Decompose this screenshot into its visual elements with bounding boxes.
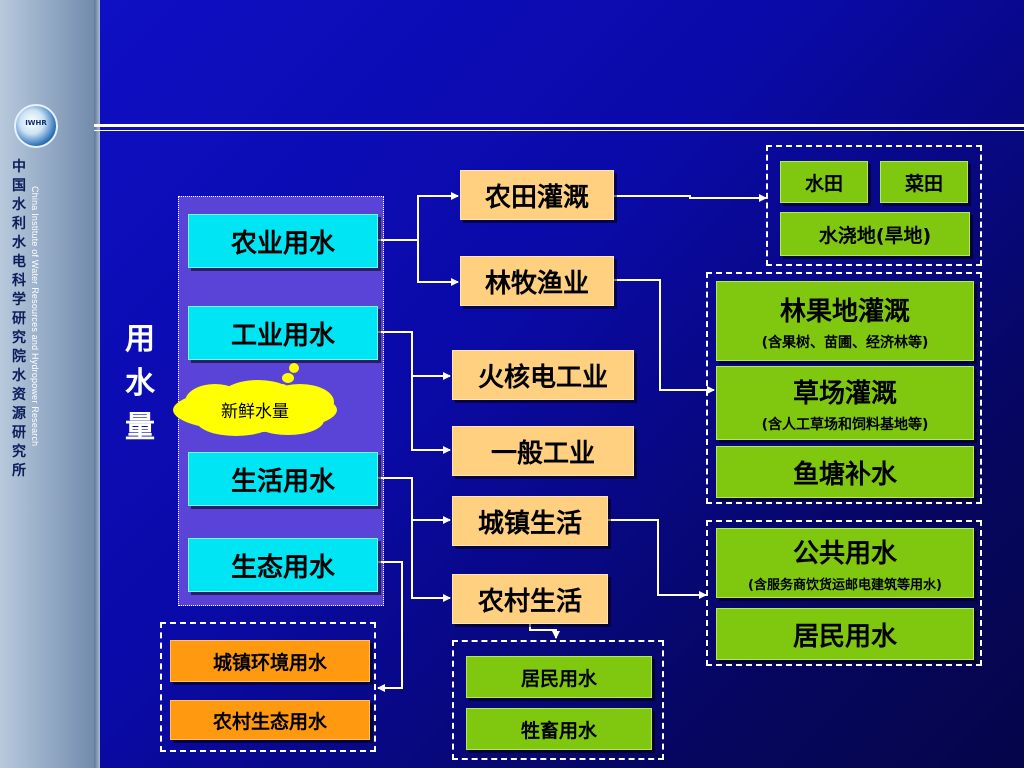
rural-ecology-water-box: 农村生态用水 [170,700,370,740]
title-char: 量 [125,410,155,445]
institute-name-char: 水 [12,368,26,384]
rural-types-frame [452,640,664,760]
institute-name-char: 研 [12,425,26,441]
header-rule [94,124,1024,127]
industry-water-box: 工业用水 [188,306,378,360]
institute-logo: IWHR [14,104,58,148]
header-rule-thin [94,130,1024,131]
fishpond-supply-box: 鱼塘补水 [716,446,974,498]
institute-name-char: 国 [12,178,26,194]
institute-name-char: 中 [12,159,26,175]
institute-name-char: 究 [12,444,26,460]
sidebar: IWHR 中国水利水电科学研究院水资源研究所 China Institute o… [0,0,100,768]
urban-environment-water-box: 城镇环境用水 [170,640,370,682]
orchard-irrigation-label: 林果地灌溉 [779,296,910,327]
title-char: 用 [125,322,155,357]
institute-name-char: 院 [12,349,26,365]
svg-text:新鲜水量: 新鲜水量 [221,402,289,422]
urban-types-frame [706,520,982,666]
irrigated-dryland-box: 水浇地(旱地) [780,212,970,256]
grassland-irrigation-label: 草场灌溉 [792,378,897,409]
livestock-water-box: 牲畜用水 [466,708,652,750]
institute-name-char: 水 [12,235,26,251]
general-industry-box: 一般工业 [452,426,634,476]
institute-name-char: 电 [12,254,26,270]
rural-life-box: 农村生活 [452,574,608,624]
ecology-types-frame [160,622,376,752]
institute-name-char: 学 [12,292,26,308]
institute-name-char: 研 [12,311,26,327]
vegetable-field-box: 菜田 [880,161,968,203]
institute-name-char: 源 [12,406,26,422]
thermal-nuclear-industry-box: 火核电工业 [452,350,634,400]
institute-name-char: 资 [12,387,26,403]
urban-life-box: 城镇生活 [452,496,608,546]
rural-residential-water-box: 居民用水 [466,656,652,698]
urban-residential-water-box: 居民用水 [716,608,974,660]
farmland-irrigation-box: 农田灌溉 [460,170,614,220]
title-char: 水 [125,366,155,401]
ecology-water-box: 生态用水 [188,538,378,592]
fresh-water-cloud: 新鲜水量 [173,363,337,436]
grassland-irrigation-note: (含人工草场和饲料基地等) [761,416,929,433]
forestry-fishery-box: 林牧渔业 [460,256,614,306]
paddy-field-box: 水田 [780,161,868,203]
agriculture-water-box: 农业用水 [188,214,378,268]
farmland-types-frame [766,145,982,266]
institute-name-english: China Institute of Water Resources and H… [30,186,40,447]
diagram-title: 用水量 [120,318,160,450]
institute-name-char: 究 [12,330,26,346]
institute-name-chinese: 中国水利水电科学研究院水资源研究所 [9,158,29,481]
public-water-label: 公共用水 [792,539,897,569]
institute-name-char: 利 [12,216,26,232]
domestic-water-box: 生活用水 [188,452,378,506]
grassland-irrigation-box: 草场灌溉 (含人工草场和饲料基地等) [716,366,974,440]
orchard-irrigation-note: (含果树、苗圃、经济林等) [761,334,929,351]
institute-name-char: 水 [12,197,26,213]
institute-name-char: 科 [12,273,26,289]
public-water-note: (含服务商饮货运邮电建筑等用水) [748,578,942,593]
orchard-irrigation-box: 林果地灌溉 (含果树、苗圃、经济林等) [716,281,974,361]
institute-name-char: 所 [12,463,26,479]
public-water-box: 公共用水 (含服务商饮货运邮电建筑等用水) [716,528,974,598]
